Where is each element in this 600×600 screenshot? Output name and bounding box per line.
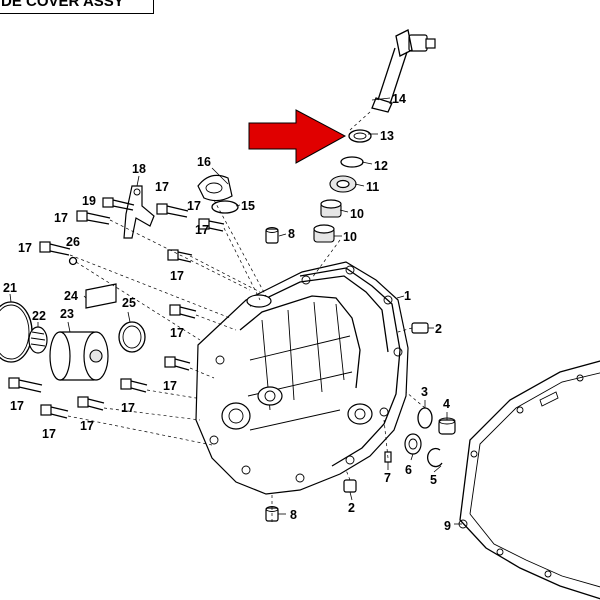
- part-10-needle-bearing-lower[interactable]: [313, 224, 335, 243]
- label-13: 13: [380, 129, 394, 143]
- label-16: 16: [197, 155, 211, 169]
- part-1-clutch-cover[interactable]: [195, 261, 409, 495]
- part-6-seal[interactable]: [404, 433, 422, 455]
- part-25-seal[interactable]: [118, 321, 146, 353]
- assembly-guide-lines: [67, 111, 426, 522]
- part-11-bearing[interactable]: [329, 175, 357, 193]
- label-25: 25: [122, 296, 136, 310]
- label-8-bottom: 8: [290, 508, 297, 522]
- part-24-label[interactable]: [85, 283, 117, 309]
- label-23: 23: [60, 307, 74, 321]
- part-12-clip[interactable]: [340, 156, 364, 168]
- label-17-a: 17: [155, 180, 169, 194]
- label-17-h: 17: [10, 399, 24, 413]
- label-10b: 10: [343, 230, 357, 244]
- label-17-d: 17: [18, 241, 32, 255]
- part-15-o-ring[interactable]: [211, 200, 239, 214]
- label-17-i: 17: [121, 401, 135, 415]
- label-17-g: 17: [163, 379, 177, 393]
- label-19: 19: [82, 194, 96, 208]
- diagram-title: DE COVER ASSY: [0, 0, 154, 14]
- part-4-plug[interactable]: [438, 417, 456, 435]
- label-24: 24: [64, 289, 78, 303]
- label-2-right: 2: [435, 322, 442, 336]
- label-8-top: 8: [288, 227, 295, 241]
- part-23-oil-filter[interactable]: [49, 331, 109, 381]
- part-2-pin-right[interactable]: [411, 322, 429, 334]
- label-3: 3: [421, 385, 428, 399]
- part-14-sensor-tube[interactable]: [371, 29, 436, 113]
- label-2-bottom: 2: [348, 501, 355, 515]
- label-7: 7: [384, 471, 391, 485]
- callout-labels: 14 13 12 11 10 10 16 15 18 19 17 17 17 1…: [3, 92, 451, 533]
- leader-lines: [9, 97, 462, 525]
- label-17-c: 17: [187, 199, 201, 213]
- part-26-washer[interactable]: [68, 256, 78, 266]
- label-17-k: 17: [42, 427, 56, 441]
- part-9-gasket[interactable]: [458, 360, 600, 600]
- part-16-cap[interactable]: [197, 174, 233, 202]
- label-21: 21: [3, 281, 17, 295]
- label-17-f: 17: [170, 326, 184, 340]
- label-10a: 10: [350, 207, 364, 221]
- part-3-ring[interactable]: [417, 407, 433, 429]
- bolts-17[interactable]: [8, 197, 225, 419]
- part-10-needle-bearing-upper[interactable]: [320, 199, 342, 218]
- label-6: 6: [405, 463, 412, 477]
- label-14: 14: [392, 92, 406, 106]
- part-13-seal[interactable]: [348, 129, 372, 143]
- part-5-clip[interactable]: [426, 447, 443, 468]
- red-pointer-arrow: [248, 109, 347, 164]
- label-11: 11: [366, 180, 379, 194]
- label-17-b: 17: [54, 211, 68, 225]
- label-12: 12: [374, 159, 388, 173]
- bolt-19: [102, 197, 135, 211]
- label-17-l: 17: [195, 223, 209, 237]
- label-17-e: 17: [170, 269, 184, 283]
- label-26: 26: [66, 235, 80, 249]
- label-18: 18: [132, 162, 146, 176]
- part-8-dowel-upper[interactable]: [265, 227, 279, 244]
- label-1: 1: [404, 289, 411, 303]
- part-18-bracket[interactable]: [123, 185, 155, 239]
- label-5: 5: [430, 473, 437, 487]
- part-2-pin-bottom[interactable]: [343, 479, 357, 493]
- label-22: 22: [32, 309, 46, 323]
- label-15: 15: [241, 199, 255, 213]
- part-22-spring[interactable]: [28, 326, 48, 354]
- part-21-o-ring[interactable]: [0, 301, 33, 363]
- label-17-j: 17: [80, 419, 94, 433]
- label-4: 4: [443, 397, 450, 411]
- label-9: 9: [444, 519, 451, 533]
